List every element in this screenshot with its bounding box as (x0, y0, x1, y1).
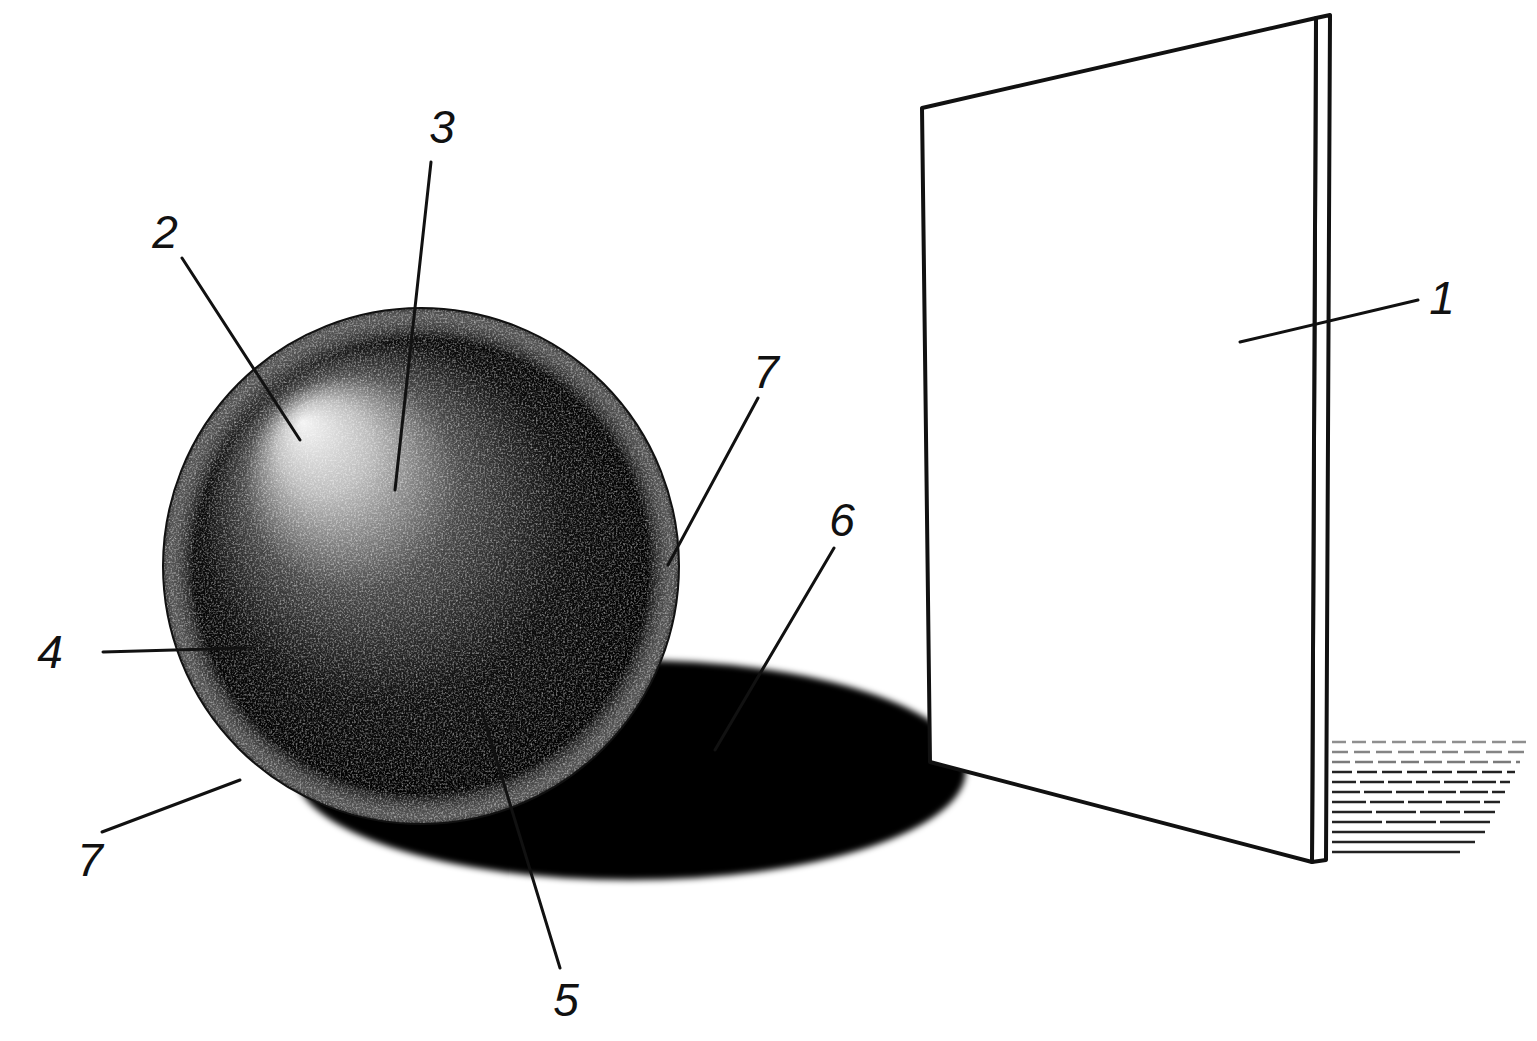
callout-number: 4 (37, 629, 63, 675)
stipple (160, 305, 685, 825)
board-shadow-hatch (1332, 742, 1530, 852)
callout-number: 5 (553, 977, 579, 1023)
callout-number: 1 (1429, 275, 1455, 321)
sphere-outline (163, 308, 679, 824)
reflector-board (922, 18, 1316, 862)
leader-lines (102, 162, 1418, 968)
callout-number: 6 (829, 497, 855, 543)
callout-number: 7 (77, 837, 103, 883)
callout-number: 7 (753, 349, 779, 395)
callout-number: 2 (152, 209, 178, 255)
callout-number: 3 (429, 104, 455, 150)
